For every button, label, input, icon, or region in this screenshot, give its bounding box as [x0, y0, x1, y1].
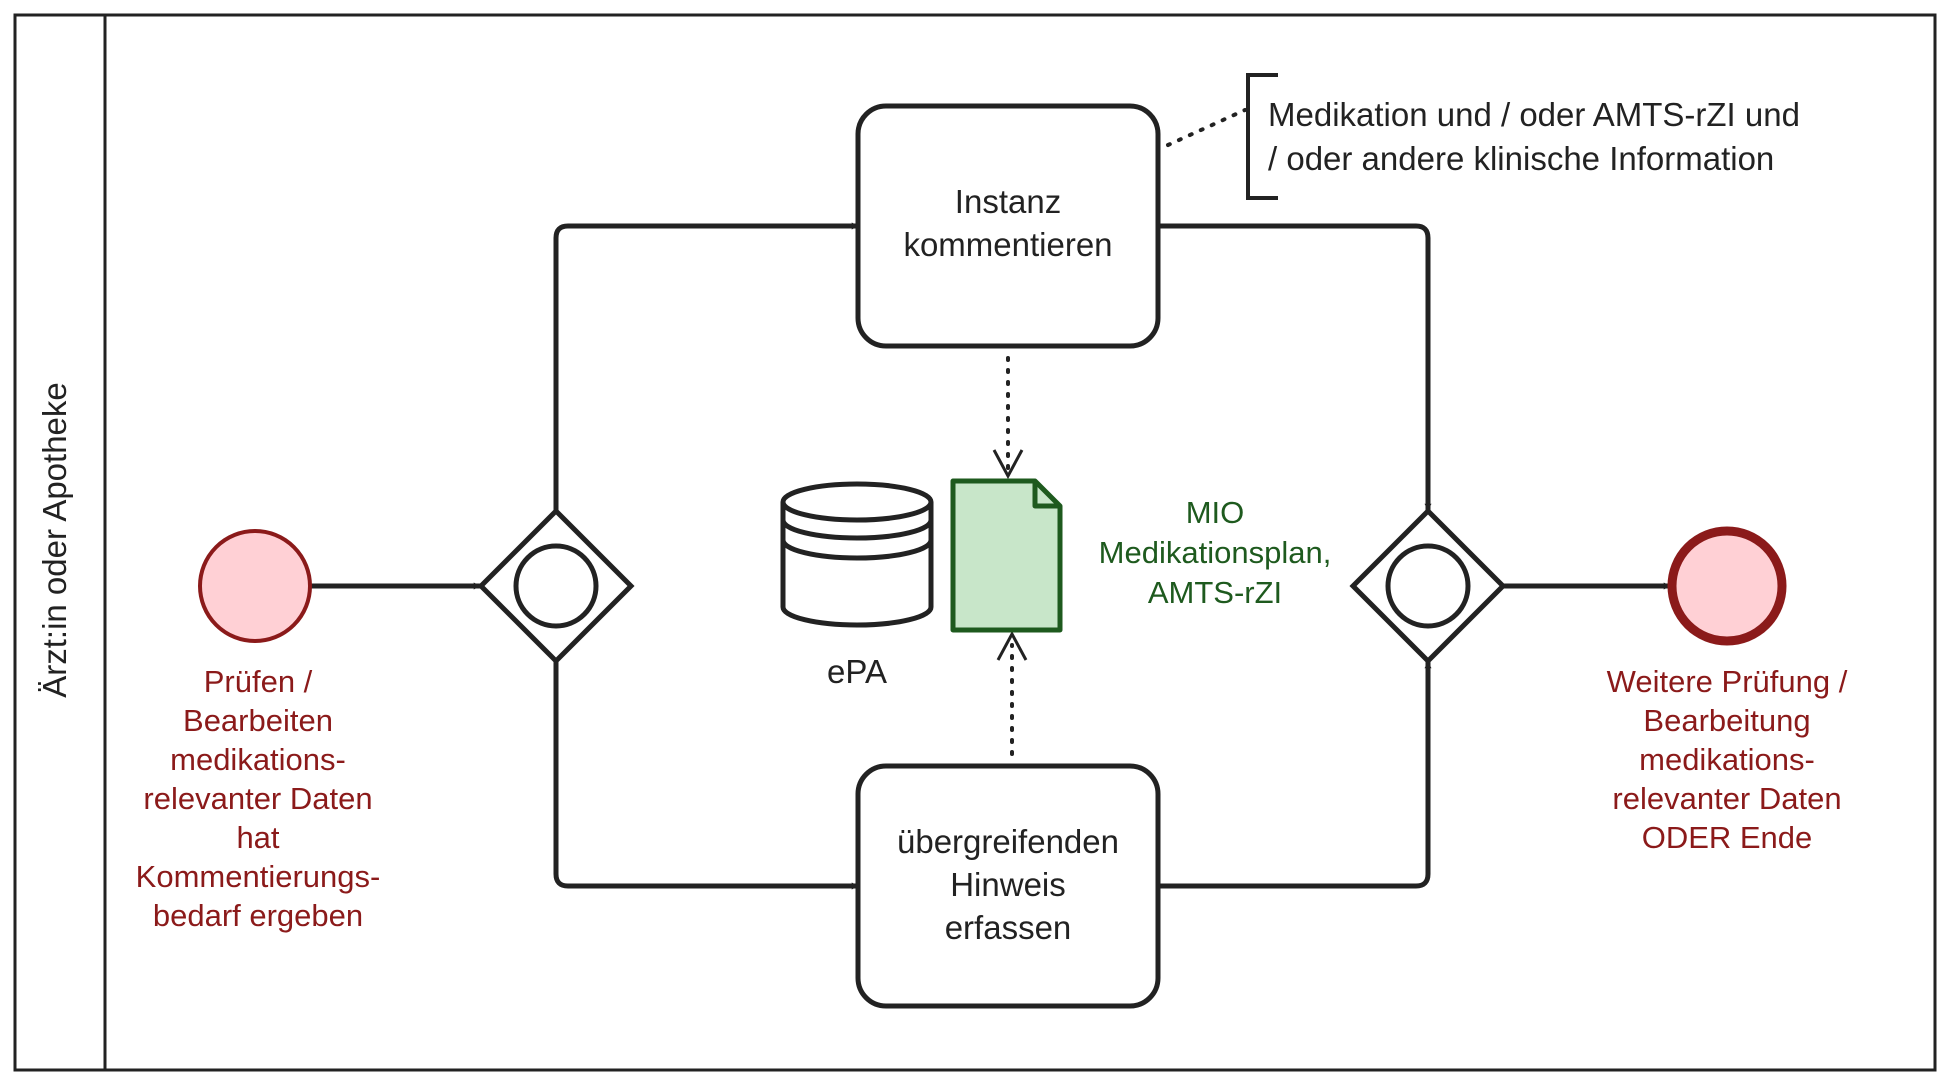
end-event-label: Weitere Prüfung / Bearbeitung medikation… [1606, 664, 1848, 855]
end-event-circle [1667, 526, 1787, 646]
join-gateway [1349, 507, 1507, 665]
task-comment-box [855, 103, 1161, 349]
data-store-label: ePA [827, 653, 887, 690]
task-comment-label: Instanz kommentieren [903, 183, 1113, 263]
flow-note-to-join [1158, 661, 1432, 889]
lane-label: Ärzt:in oder Apotheke [36, 382, 73, 698]
task-note-label: übergreifenden Hinweis erfassen [896, 823, 1119, 946]
pool-frame [13, 13, 1937, 1072]
association-comment-arrowhead [992, 449, 1024, 480]
data-object-label: MIO Medikationsplan, AMTS-rZI [1098, 495, 1332, 610]
start-event-circle [198, 529, 312, 643]
association-note-arrowhead [996, 630, 1028, 661]
flow-split-to-comment [553, 222, 859, 511]
flow-split-to-note [553, 661, 859, 890]
document-icon [950, 478, 1063, 633]
split-gateway [477, 507, 635, 665]
annotation-text: Medikation und / oder AMTS-rZI und / ode… [1268, 96, 1800, 177]
annotation-bracket [1246, 73, 1278, 200]
annotation-association [1166, 108, 1247, 147]
task-note-box [855, 763, 1161, 1009]
start-event-label: Prüfen / Bearbeiten medikations- relevan… [135, 664, 381, 933]
database-icon [780, 481, 934, 628]
flow-comment-to-join [1158, 223, 1432, 511]
